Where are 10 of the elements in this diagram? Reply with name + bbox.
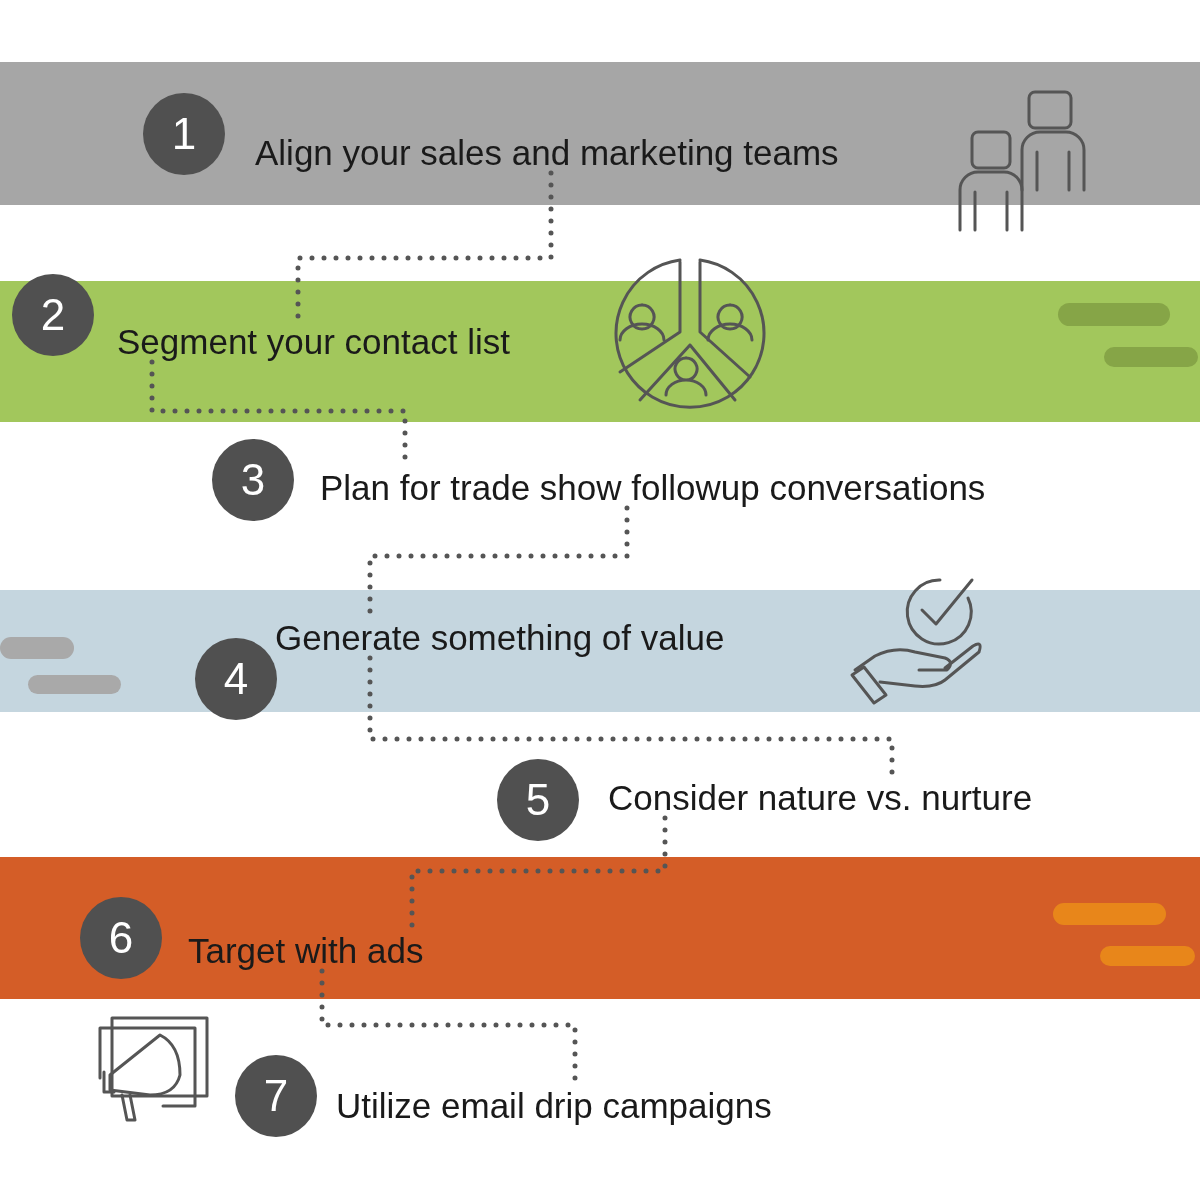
step-label: Consider nature vs. nurture [608,778,1033,818]
step-label: Align your sales and marketing teams [255,133,839,173]
step-label: Segment your contact list [117,322,510,362]
step-label: Plan for trade show followup conversations [320,468,986,508]
step-label: Generate something of value [275,618,725,658]
step-number: 5 [497,759,579,841]
step-number: 3 [212,439,294,521]
step-label: Target with ads [188,931,424,971]
step-number: 7 [235,1055,317,1137]
step-label: Utilize email drip campaigns [336,1086,772,1126]
